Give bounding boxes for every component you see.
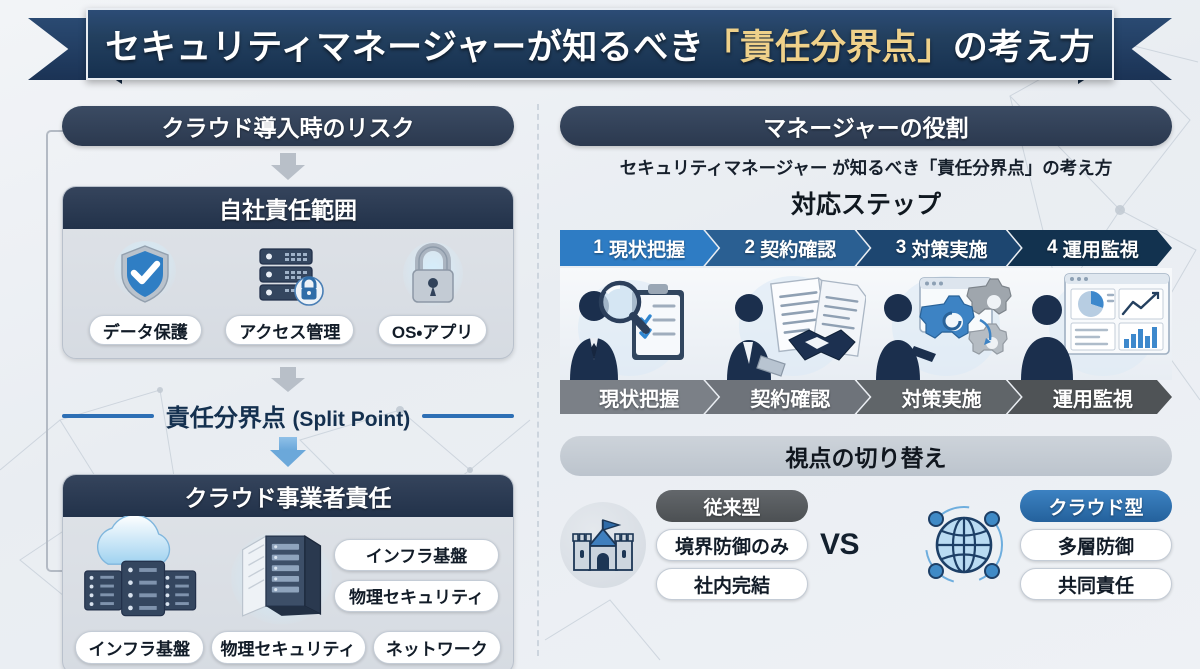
step-caption-row: 現状把握 契約確認 対策実施 運用監視 (560, 380, 1172, 414)
step-number: 3 (895, 237, 907, 258)
risk-header: クラウド導入時のリスク (62, 106, 514, 146)
split-point-en: (Split Point) (292, 408, 411, 431)
gears-browser-icon (876, 276, 1012, 380)
step-chevron-3[interactable]: 3 対策実施 (857, 230, 1021, 266)
step-label: 対策実施 (911, 239, 988, 261)
right-panel: マネージャーの役割 セキュリティマネージャー が知るべき「責任分界点」の考え方 … (560, 106, 1172, 600)
cloud-tag: 多層防御 (1020, 529, 1172, 561)
legacy-tag: 社内完結 (656, 568, 808, 600)
cloud-labels: クラウド型 多層防御 共同責任 (1020, 490, 1172, 600)
step-illustration-4 (1019, 268, 1172, 380)
own-responsibility-header: 自社責任範囲 (63, 187, 513, 229)
step-label: 運用監視 (1062, 239, 1139, 261)
shield-check-icon (114, 241, 177, 303)
step-chevron-2[interactable]: 2 契約確認 (705, 230, 869, 266)
arrow-risk-to-own (62, 153, 514, 180)
title-ribbon: セキュリティマネージャーが知るべき「責任分界点」の考え方 (0, 8, 1200, 90)
step-number: 2 (744, 237, 756, 258)
handshake-contract-icon (727, 276, 866, 380)
manager-subtitle: セキュリティマネージャー が知るべき「責任分界点」の考え方 (619, 158, 1113, 178)
viewpoint-legacy: 従来型 境界防御のみ 社内完結 (560, 490, 808, 600)
own-item-access-management: アクセス管理 (225, 241, 355, 345)
page-title: セキュリティマネージャーが知るべき「責任分界点」の考え方 (105, 19, 1094, 70)
left-panel: クラウド導入時のリスク 自社責任範囲 (62, 106, 515, 669)
provider-responsibility-header: クラウド事業者責任 (63, 475, 513, 517)
title-part-after: の考え方 (952, 27, 1095, 67)
manager-role-header: マネージャーの役割 (560, 106, 1172, 146)
provider-side-tag: インフラ基盤 (334, 538, 499, 571)
step-illustration-3 (866, 268, 1019, 380)
viewpoint-cloud: クラウド型 多層防御 共同責任 (918, 490, 1172, 600)
split-point-divider: 責任分界点 (Split Point) (62, 398, 515, 433)
step-caption-1: 現状把握 (560, 380, 718, 414)
step-illustration-1 (560, 268, 713, 380)
own-item-label: OS・アプリ (377, 315, 488, 345)
padlock-icon (402, 242, 463, 306)
legacy-tag: 境界防御のみ (656, 529, 808, 561)
castle-icon (572, 519, 634, 571)
own-item-os-app: OS・アプリ (377, 241, 488, 345)
provider-responsibility-card: クラウド事業者責任 (62, 474, 514, 669)
analyst-magnifier-checklist-icon (570, 280, 684, 380)
own-item-label: アクセス管理 (225, 315, 355, 345)
arrow-split-to-provider (62, 437, 514, 467)
viewpoint-comparison: 従来型 境界防御のみ 社内完結 VS (560, 490, 1172, 600)
vs-label: VS (820, 528, 860, 561)
own-item-data-protection: データ保護 (88, 241, 202, 345)
steps-heading: 対応ステップ (790, 191, 941, 219)
step-illustration-2 (713, 268, 866, 380)
panel-divider (537, 104, 539, 656)
legacy-caption: 従来型 (656, 490, 808, 522)
provider-bottom-tag: 物理セキュリティ (210, 631, 366, 664)
datacenter-rack-icon (230, 531, 333, 625)
ribbon-band: セキュリティマネージャーが知るべき「責任分界点」の考え方 (86, 8, 1114, 80)
step-caption-2: 契約確認 (705, 380, 869, 414)
split-rule-left (62, 413, 154, 418)
step-label: 契約確認 (760, 239, 837, 261)
title-part-before: セキュリティマネージャーが知るべき (105, 27, 705, 67)
step-chevron-row: 1 現状把握 2 契約確認 3 対策実施 4 運用監視 (560, 230, 1172, 266)
step-chevron-1[interactable]: 1 現状把握 (560, 230, 718, 266)
server-lock-icon (259, 248, 324, 306)
dashboard-charts-icon (1021, 273, 1170, 380)
globe-network-icon (925, 506, 1003, 584)
split-point-label: 責任分界点 (Split Point) (166, 398, 410, 433)
title-part-highlight: 「責任分界点」 (704, 27, 953, 67)
own-responsibility-card: 自社責任範囲 データ保護 (62, 186, 514, 359)
step-caption-3: 対策実施 (857, 380, 1021, 414)
provider-bottom-tag: インフラ基盤 (75, 631, 204, 664)
step-number: 1 (593, 237, 604, 258)
arrow-own-to-split (62, 367, 514, 392)
cloud-caption: クラウド型 (1020, 490, 1172, 522)
step-number: 4 (1046, 237, 1058, 258)
legacy-labels: 従来型 境界防御のみ 社内完結 (656, 490, 808, 600)
viewpoint-header: 視点の切り替え (560, 436, 1172, 476)
split-rule-right (422, 413, 515, 418)
step-caption-4: 運用監視 (1008, 380, 1172, 414)
split-point-ja: 責任分界点 (165, 405, 286, 432)
cloud-servers-icon (84, 516, 197, 617)
provider-bottom-tag: ネットワーク (372, 631, 502, 664)
step-chevron-4[interactable]: 4 運用監視 (1008, 230, 1172, 266)
castle-icon-wrap (560, 502, 646, 588)
provider-side-tag: 物理セキュリティ (334, 579, 499, 612)
step-illustration-strip (560, 268, 1172, 380)
step-label: 現状把握 (609, 239, 686, 261)
own-item-label: データ保護 (88, 315, 202, 345)
cloud-tag: 共同責任 (1020, 568, 1172, 600)
